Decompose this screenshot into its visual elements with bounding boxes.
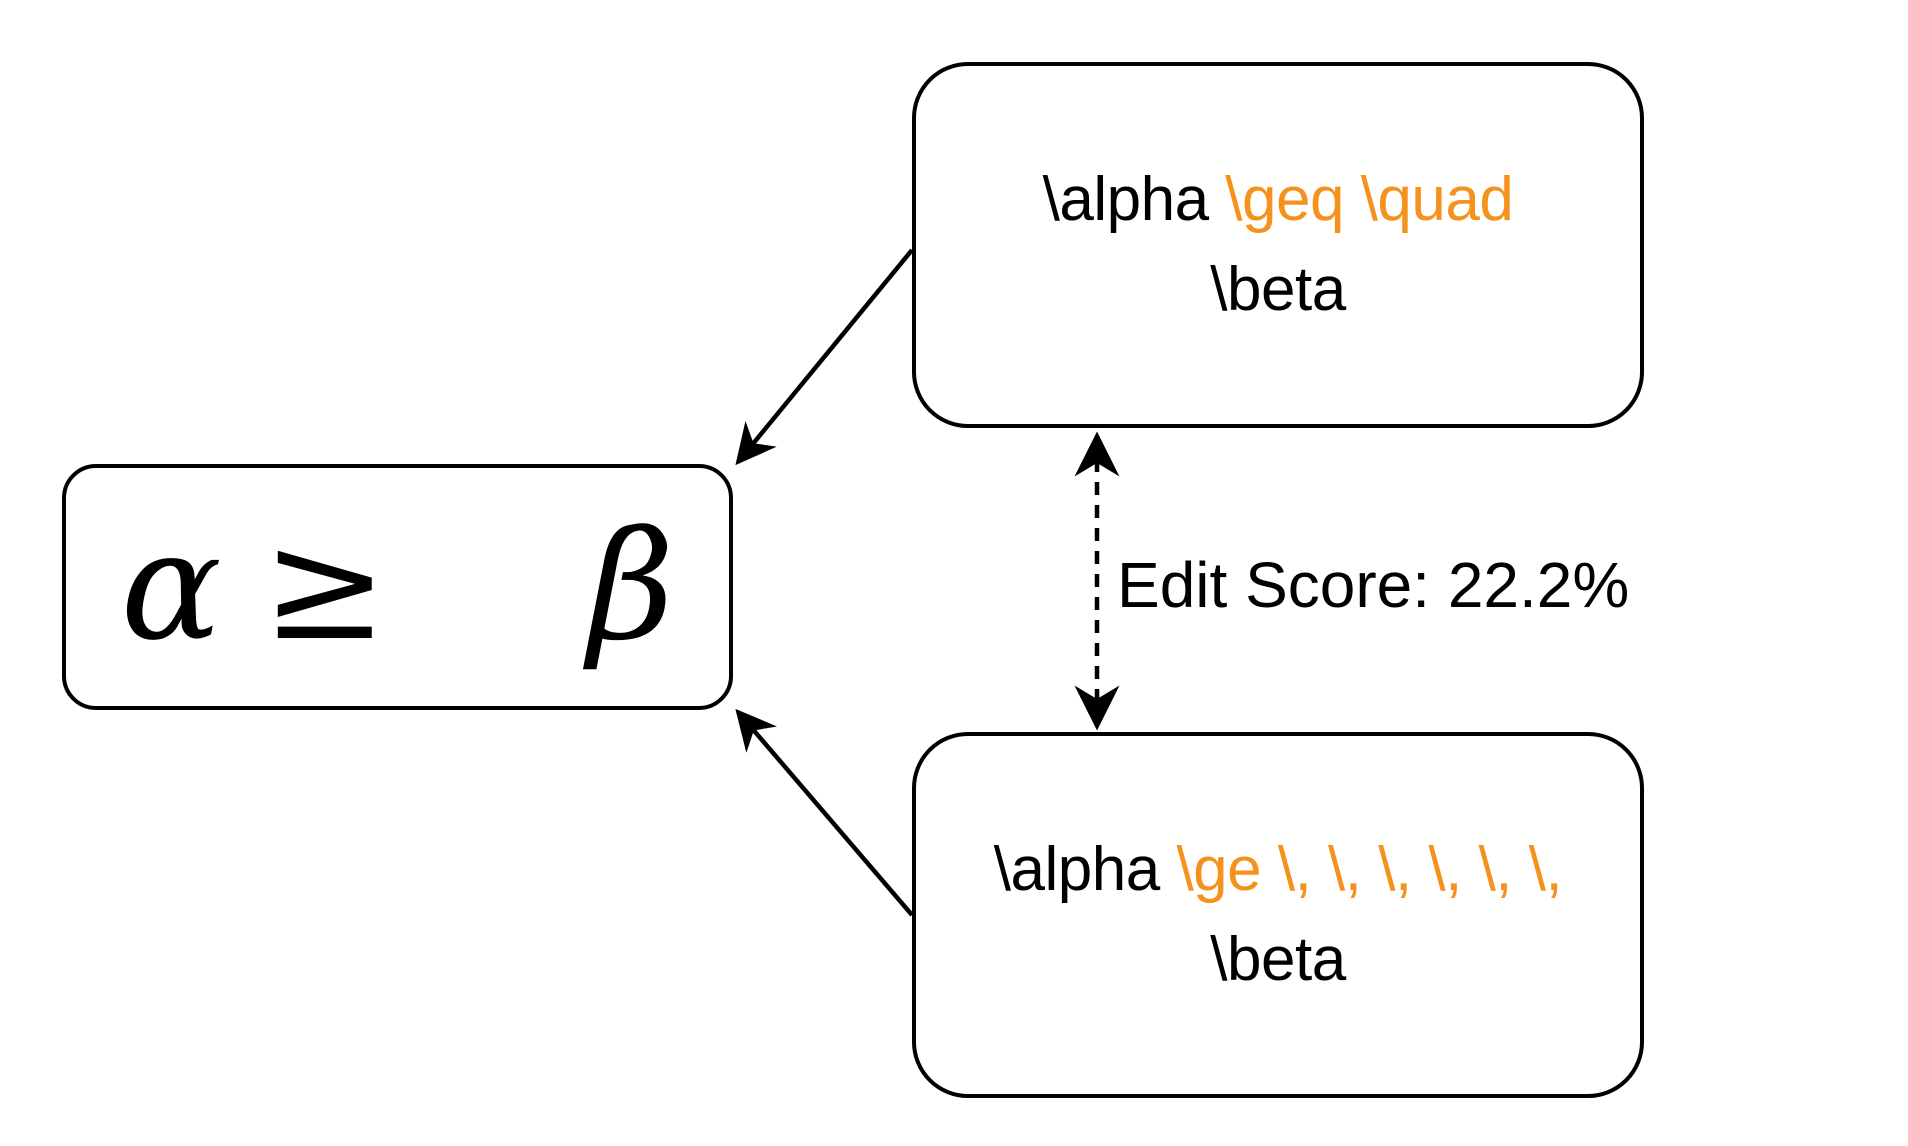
rendered-geq: ≥	[261, 500, 388, 674]
rendered-formula-box: α ≥ β	[62, 464, 733, 710]
top-box-highlighted-text: \geq \quad	[1225, 165, 1514, 234]
arrow-bottom-to-rendered	[735, 708, 914, 917]
bottom-box-highlighted-text: \ge \, \, \, \, \, \,	[1176, 835, 1563, 904]
top-box-line-1: \alpha \geq \quad	[1043, 155, 1514, 245]
bottom-box-line-2: \beta	[1210, 925, 1346, 994]
top-box-line-2: \beta	[1210, 255, 1346, 324]
latex-source-box-top: \alpha \geq \quad \beta	[912, 62, 1644, 428]
rendered-alpha: α	[120, 500, 222, 674]
rendered-beta: β	[587, 500, 675, 674]
top-box-plain-text: \alpha	[1042, 165, 1226, 234]
arrow-top-to-rendered	[735, 248, 914, 466]
bottom-box-plain-text: \alpha	[993, 835, 1177, 904]
latex-source-box-bottom: \alpha \ge \, \, \, \, \, \, \beta	[912, 732, 1644, 1098]
edit-score-label: Edit Score: 22.2%	[1117, 549, 1630, 621]
bottom-box-line-1: \alpha \ge \, \, \, \, \, \,	[993, 825, 1563, 915]
